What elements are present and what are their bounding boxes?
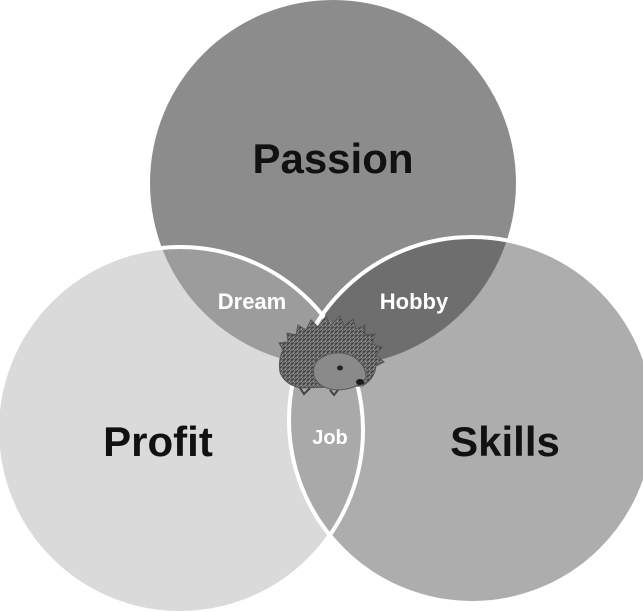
label-skills: Skills <box>450 418 560 465</box>
label-hobby: Hobby <box>380 289 449 314</box>
label-dream: Dream <box>218 289 286 314</box>
hedgehog-icon <box>278 315 385 397</box>
outline-profit <box>0 245 365 612</box>
label-job: Job <box>312 427 348 449</box>
region-dream <box>150 247 363 366</box>
outline-skills <box>287 235 643 605</box>
region-hobby <box>289 237 516 366</box>
label-passion: Passion <box>252 135 413 182</box>
label-profit: Profit <box>103 418 213 465</box>
